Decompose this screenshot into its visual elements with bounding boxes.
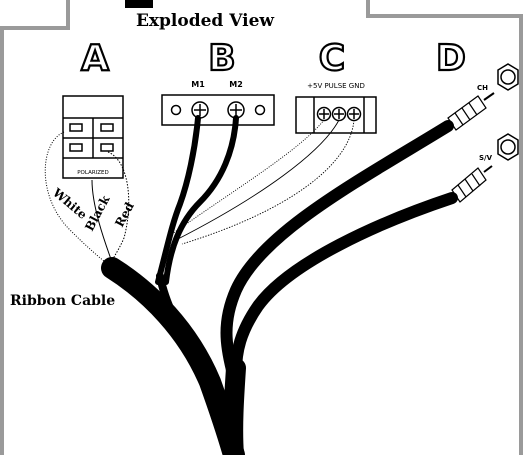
connector-a-wires bbox=[44, 131, 130, 271]
connector-a-block bbox=[62, 95, 124, 179]
coax-plug-ch bbox=[447, 92, 495, 131]
connector-c-letter: C bbox=[319, 38, 345, 79]
connector-a-label: POLARIZED bbox=[77, 170, 109, 176]
pin-row-label: +5V PULSE GND bbox=[307, 82, 365, 90]
page-title: Exploded View bbox=[136, 11, 274, 31]
ribbon-cable-label: Ribbon Cable bbox=[10, 293, 115, 309]
connector-d-letter: D bbox=[436, 38, 466, 79]
title-tab bbox=[125, 0, 153, 8]
main-cable-bundle bbox=[101, 257, 246, 455]
connector-b-strip bbox=[161, 94, 275, 126]
connector-b-letter: B bbox=[208, 38, 235, 79]
connector-b-wires bbox=[155, 115, 239, 285]
pin-m2-label: M2 bbox=[229, 80, 243, 89]
port-ch bbox=[497, 63, 519, 161]
coax-plug-sv bbox=[451, 165, 493, 203]
connector-c-wires bbox=[171, 119, 355, 245]
wire-label-white: White bbox=[49, 185, 90, 222]
coax-cables bbox=[220, 120, 458, 378]
pin-m1-label: M1 bbox=[191, 80, 205, 89]
connector-a-letter: A bbox=[81, 38, 109, 79]
port-sv-label: S/V bbox=[479, 154, 493, 162]
connector-c-block bbox=[295, 96, 377, 134]
port-ch-label: CH bbox=[477, 84, 488, 92]
wire-label-red: Red bbox=[112, 199, 137, 229]
